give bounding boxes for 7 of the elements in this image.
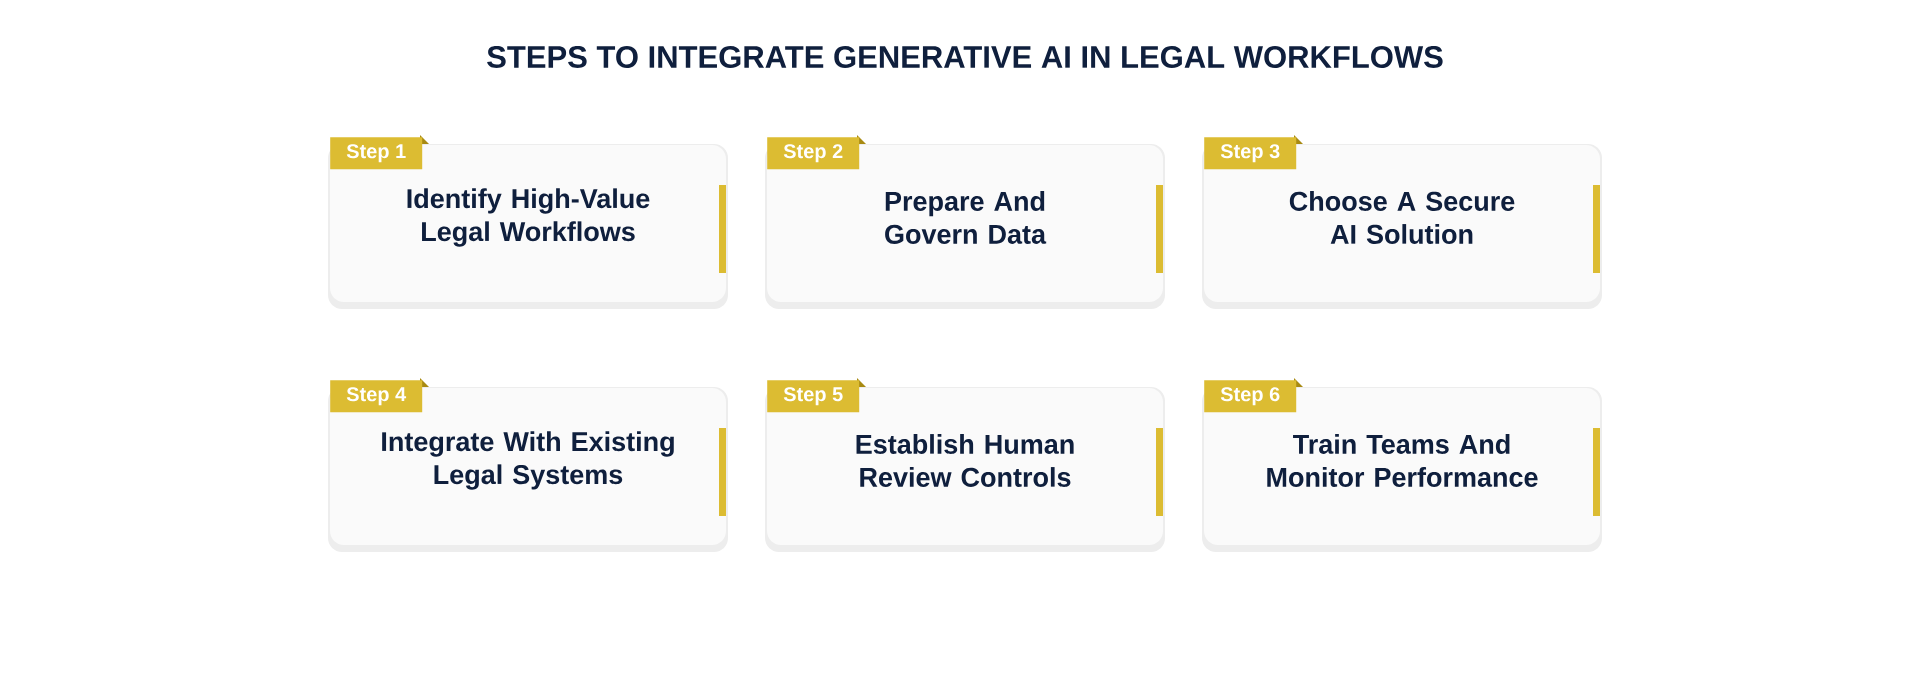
step-tab: Step 4 (330, 378, 429, 413)
step-tab: Step 1 (330, 135, 429, 170)
step-tab: Step 5 (767, 378, 866, 413)
title: STEPS TO INTEGRATE GENERATIVE AI IN LEGAL WORKFLOWS (487, 46, 1443, 68)
step-tab: Step 2 (767, 135, 866, 170)
step-tab: Step 6 (1204, 378, 1303, 413)
step-tab: Step 3 (1204, 135, 1303, 170)
